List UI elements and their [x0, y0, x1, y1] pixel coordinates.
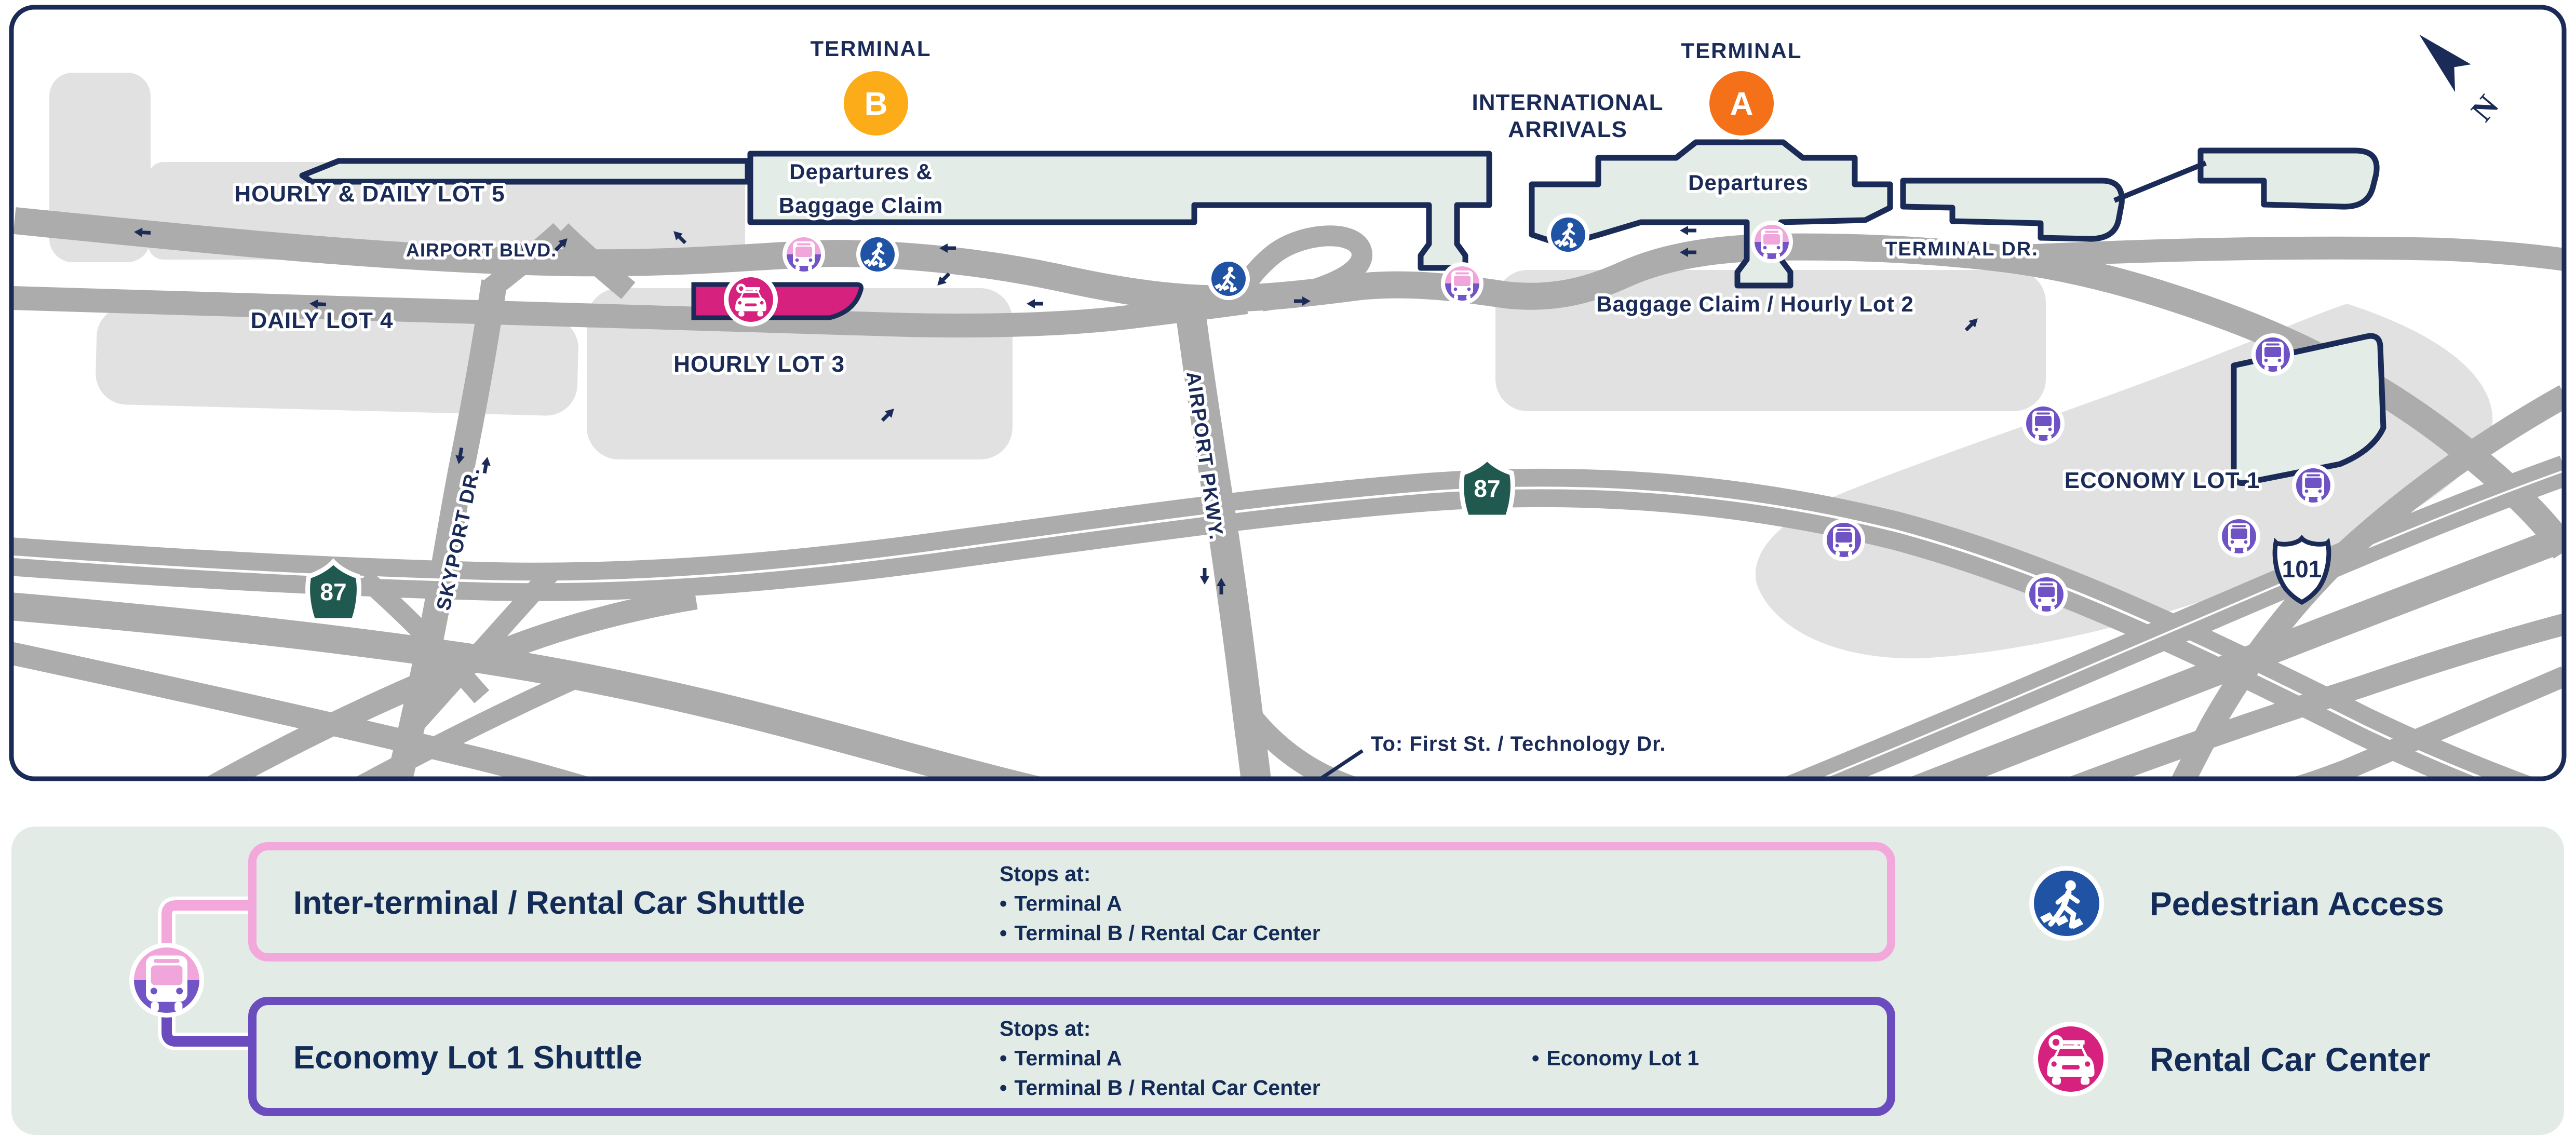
leader-line: [1309, 749, 1364, 779]
map-labels: HOURLY & DAILY LOT 5 AIRPORT BLVD. DAILY…: [231, 87, 2262, 758]
roads: [11, 207, 2564, 779]
route-87-shield: 87: [1459, 455, 1515, 520]
international-arrivals-line2: ARRIVALS: [1508, 117, 1627, 142]
economy-shuttle-stop-icon: [2218, 515, 2260, 558]
departures-baggage-label-line1: Departures &: [789, 159, 933, 184]
rental-car-center-label: Rental Car Center: [2150, 1041, 2431, 1078]
pedestrian-access-legend-icon: [2029, 866, 2104, 941]
hourly-lot-2: [1495, 270, 2046, 411]
inter-terminal-shuttle-box: [248, 842, 1895, 961]
lot3-label: HOURLY LOT 3: [673, 351, 845, 377]
legend-panel: Inter-terminal / Rental Car Shuttle Stop…: [11, 827, 2564, 1135]
stops-heading: Stops at:: [1000, 1017, 1090, 1040]
stops-heading: Stops at:: [1000, 862, 1090, 886]
terminal-b-marker: TERMINAL B: [807, 33, 933, 140]
terminal-a-building: [1529, 139, 1893, 289]
lot5-label: HOURLY & DAILY LOT 5: [234, 181, 505, 207]
ramp: [2047, 613, 2564, 779]
purple-route-connector: [161, 1012, 252, 1047]
stop-item: •Terminal B / Rental Car Center: [1000, 1076, 1320, 1100]
route-101-number: 101: [2282, 556, 2322, 582]
pink-route-connector: [161, 900, 252, 948]
economy-shuttle-stop-icon: [2022, 402, 2065, 445]
economy-shuttle-stop-icon: [2251, 333, 2294, 376]
terminal-gates-building: [2197, 147, 2380, 210]
economy-shuttle-stop-icon: [2292, 464, 2335, 507]
international-arrivals-line1: INTERNATIONAL: [1472, 90, 1663, 115]
combined-shuttle-icon: [129, 943, 204, 1018]
economy-shuttle-box: [248, 997, 1895, 1116]
map-icons: [724, 213, 2335, 616]
shuttle-stop-icon: [783, 233, 825, 276]
ramp: [553, 223, 636, 300]
departures-label: Departures: [1688, 170, 1809, 195]
rental-car-center-icon: [724, 273, 778, 327]
pedestrian-access-icon: [1547, 213, 1589, 256]
economy-shuttle-stop-icon: [1823, 519, 1865, 561]
terminal-b-circle: [844, 71, 908, 136]
shuttle-stop-icon: [1750, 221, 1793, 263]
loop-ramp: [1226, 225, 1372, 311]
daily-lot-4: [96, 306, 578, 416]
terminal-a-letter: A: [1730, 86, 1754, 122]
terminal-a-concourse: [1900, 178, 2125, 242]
stop-item: •Terminal A: [1000, 891, 1122, 915]
shuttle-stop-icon: [1441, 262, 1483, 305]
ramp: [11, 592, 1062, 779]
pedestrian-access-icon: [1207, 258, 1250, 300]
baggage-hourly2-label: Baggage Claim / Hourly Lot 2: [1596, 292, 1913, 316]
legend-background: [11, 827, 2564, 1135]
pedestrian-access-label: Pedestrian Access: [2150, 885, 2444, 923]
terminal-a-circle: [1709, 71, 1774, 136]
economy-lot1-label: ECONOMY LOT 1: [2065, 468, 2260, 493]
to-first-st-label: To: First St. / Technology Dr.: [1371, 733, 1666, 755]
terminal-a-label: TERMINAL: [1681, 38, 1802, 63]
terminal-dr-label: TERMINAL DR.: [1885, 238, 2039, 260]
airport-blvd-label: AIRPORT BLVD.: [406, 239, 557, 261]
stop-item: •Economy Lot 1: [1532, 1046, 1699, 1070]
rental-car-center-legend-icon: [2033, 1022, 2108, 1096]
highway-101: [1895, 525, 2564, 779]
ramp: [2262, 666, 2564, 779]
map-panel-border: [9, 5, 2567, 781]
terminal-b-letter: B: [865, 86, 888, 122]
route-87-number: 87: [320, 578, 346, 605]
jet-bridge: [2113, 160, 2207, 203]
economy-shuttle-stop-icon: [2025, 573, 2068, 616]
economy-shuttle-title: Economy Lot 1 Shuttle: [293, 1040, 642, 1076]
airport-pkwy-road: [1174, 299, 1273, 779]
pedestrian-access-icon: [856, 233, 899, 276]
route-87-number: 87: [1474, 475, 1500, 502]
concourse-strip: [299, 158, 751, 185]
terminal-dr-road: [1993, 236, 2564, 271]
airport-blvd-road: [12, 286, 1248, 338]
inter-terminal-shuttle-title: Inter-terminal / Rental Car Shuttle: [293, 885, 805, 921]
route-101-shield: 101: [2272, 534, 2331, 605]
stop-item: •Terminal B / Rental Car Center: [1000, 921, 1320, 945]
stop-item: •Terminal A: [1000, 1046, 1122, 1070]
lane-line: [1781, 469, 2564, 779]
terminal-b-building: [747, 151, 1492, 271]
terminal-b-label: TERMINAL: [811, 36, 932, 61]
terminal-a-marker: TERMINAL A: [1678, 35, 1804, 140]
first-st-road: [1239, 706, 1384, 779]
terminal-buildings: [299, 139, 2386, 486]
ramp: [409, 565, 559, 729]
route-87-shield: 87: [305, 558, 361, 623]
skyport-dr-road: [383, 279, 507, 779]
departures-baggage-label-line2: Baggage Claim: [779, 193, 943, 218]
lot4-label: DAILY LOT 4: [250, 308, 393, 333]
